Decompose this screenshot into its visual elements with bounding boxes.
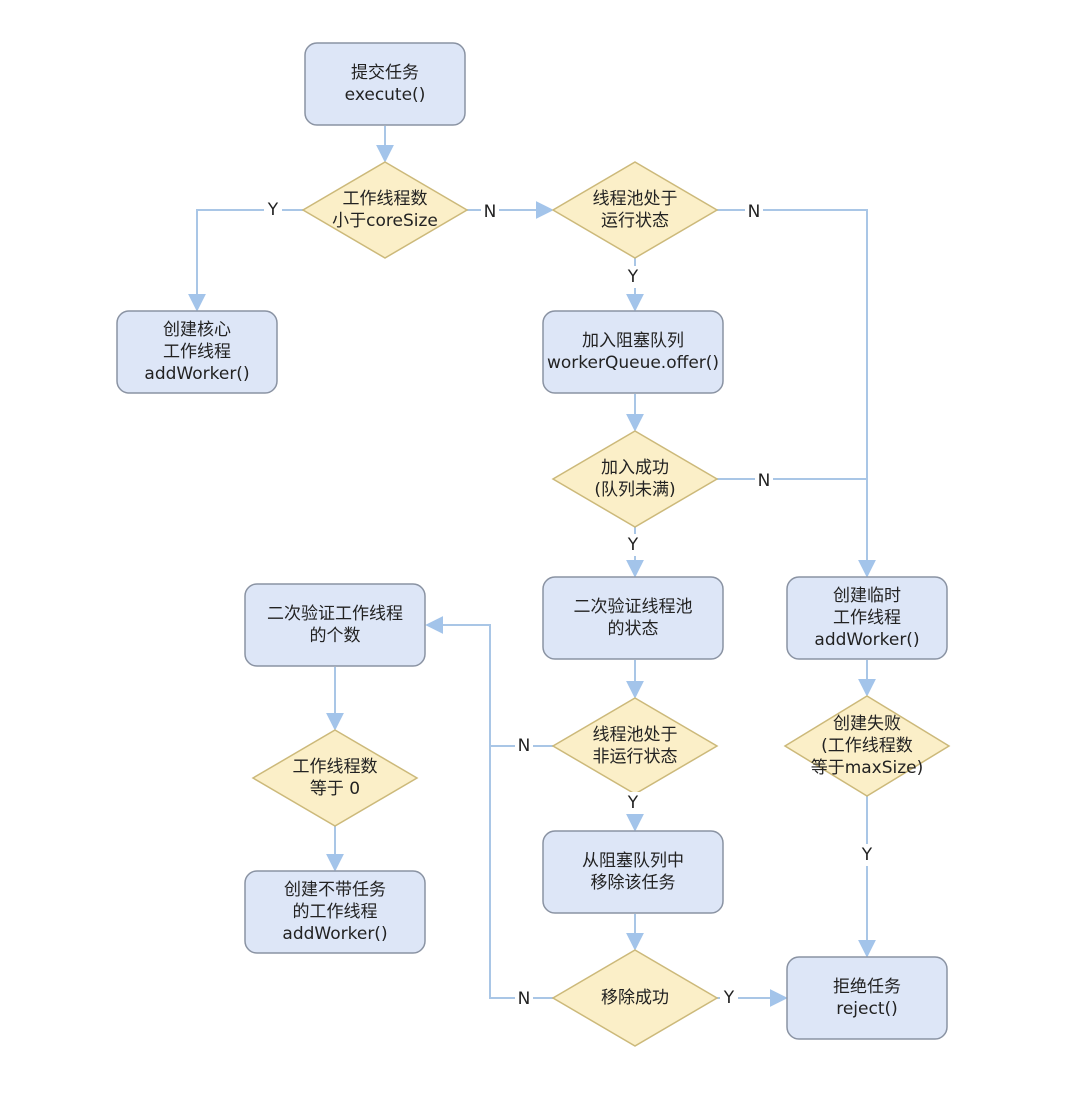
node-text-line: 运行状态 (601, 211, 669, 231)
edge-label-yes: Y (267, 200, 279, 220)
edge-label-yes: Y (723, 988, 735, 1008)
node-text-line: 小于coreSize (332, 211, 438, 231)
process-shape (542, 830, 724, 914)
edge-label-background (481, 201, 499, 223)
node-text-line: 线程池处于 (593, 725, 678, 745)
decision-shape (551, 430, 719, 528)
edge-label-background (755, 470, 773, 492)
edge-label-background (745, 201, 763, 223)
edge-label-background (624, 266, 642, 288)
node-text-line: 创建不带任务 (284, 880, 386, 900)
edge-label-yes: Y (861, 845, 873, 865)
edge-label-background (515, 988, 533, 1010)
decision-diamond-remove-ok: 移除成功 (551, 949, 719, 1047)
process-shape (542, 310, 724, 394)
edge-label-background (515, 735, 533, 757)
node-text-line: 加入阻塞队列 (582, 331, 684, 351)
node-text-line: 工作线程数 (343, 189, 428, 209)
decision-diamond-offer-ok: 加入成功(队列未满) (551, 430, 719, 528)
node-text-line: 创建临时 (833, 586, 901, 606)
decision-shape (551, 697, 719, 795)
edge-label-no: N (518, 736, 531, 756)
edge-lt_core-to-core_worker (188, 209, 303, 312)
node-text-line: 工作线程 (833, 608, 901, 628)
process-shape (244, 870, 426, 954)
process-shape (786, 576, 948, 660)
edge-label-no: N (758, 471, 771, 491)
node-text-line: reject() (836, 999, 898, 1019)
process-shape (304, 42, 466, 126)
node-text-line: workerQueue.offer() (547, 353, 719, 373)
node-text-line: 工作线程数 (293, 757, 378, 777)
node-text-line: addWorker() (144, 364, 249, 384)
node-text-line: addWorker() (814, 630, 919, 650)
process-shape (116, 310, 278, 394)
node-text-line: 创建失败 (833, 714, 901, 734)
node-text-line: 二次验证工作线程 (267, 604, 403, 624)
edge-label-background (624, 792, 642, 814)
edge-label-background (624, 534, 642, 556)
node-text-line: execute() (345, 85, 426, 105)
decision-shape (551, 949, 719, 1047)
node-text-line: 移除成功 (601, 988, 669, 1008)
edge-label-background (264, 199, 282, 221)
node-text-line: 拒绝任务 (833, 977, 901, 997)
node-text-line: 提交任务 (351, 63, 419, 83)
node-text-line: 二次验证线程池 (574, 597, 693, 617)
decision-shape (783, 695, 951, 797)
edge-label-background (858, 844, 876, 866)
edge-label-no: N (748, 202, 761, 222)
node-text-line: 的个数 (310, 626, 361, 646)
decision-shape (251, 729, 419, 827)
edge-running1-to-temp_worker (717, 209, 876, 578)
edge-label-yes: Y (627, 267, 639, 287)
edge-label-yes: Y (627, 793, 639, 813)
edge-label-background (720, 987, 738, 1009)
node-text-line: 移除该任务 (591, 873, 676, 893)
node-text-line: 非运行状态 (593, 747, 678, 767)
node-text-line: 加入成功 (601, 458, 669, 478)
node-text-line: 的工作线程 (293, 902, 378, 922)
node-text-line: 等于 0 (310, 779, 360, 799)
decision-shape (551, 161, 719, 259)
node-text-line: 等于maxSize) (811, 758, 924, 778)
node-text-line: 从阻塞队列中 (582, 851, 684, 871)
node-text-line: addWorker() (282, 924, 387, 944)
edge-label-yes: Y (627, 535, 639, 555)
process-shape (244, 583, 426, 667)
edge-label-no: N (484, 202, 497, 222)
edge-label-no: N (518, 989, 531, 1009)
node-text-line: 工作线程 (163, 342, 231, 362)
edge-not_running-to-recheck_count (425, 616, 553, 747)
node-text-line: 创建核心 (163, 320, 231, 340)
decision-shape (301, 161, 469, 259)
node-text-line: (工作线程数 (821, 736, 913, 756)
process-shape (786, 956, 948, 1040)
node-text-line: 的状态 (608, 619, 659, 639)
node-text-line: (队列未满) (594, 480, 675, 500)
process-shape (542, 576, 724, 660)
node-text-line: 线程池处于 (593, 189, 678, 209)
